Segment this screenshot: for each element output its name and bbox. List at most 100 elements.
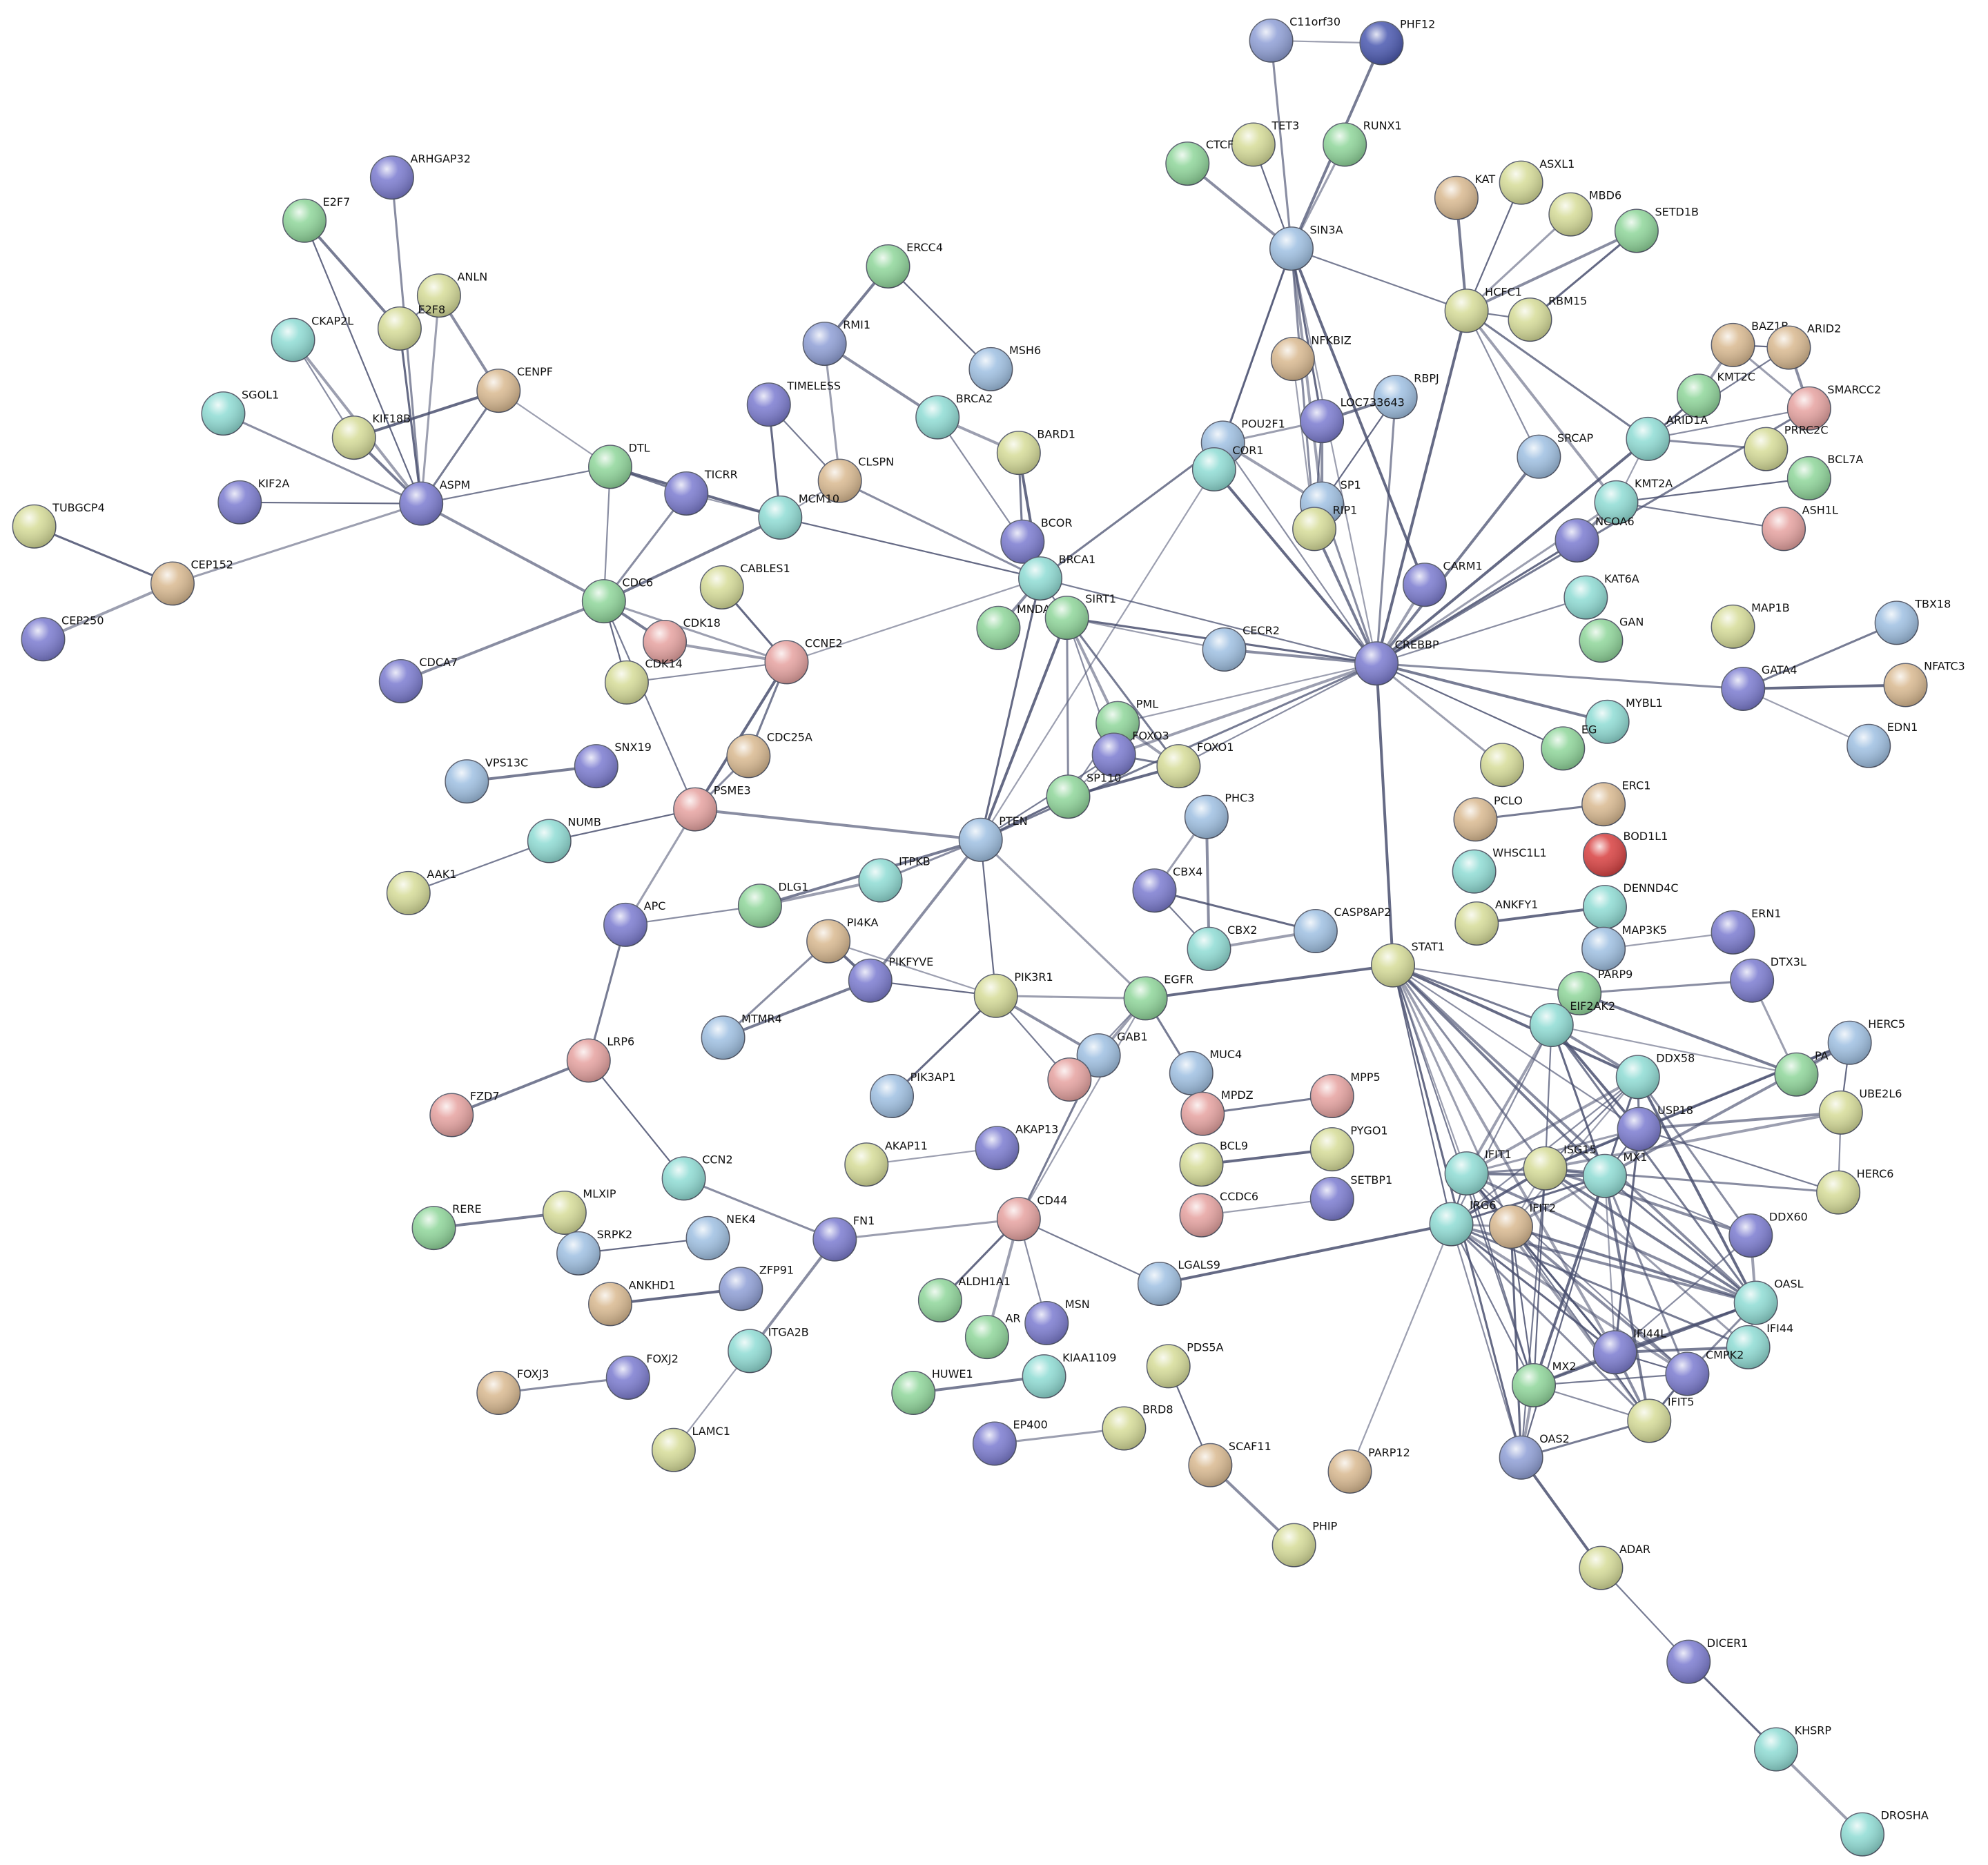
node-EDN1[interactable]: EDN1 [1846,721,1918,768]
node-CD44[interactable]: CD44 [996,1193,1068,1242]
node-SRPK2[interactable]: SRPK2 [556,1228,632,1276]
node-E2F8[interactable]: E2F8 [377,303,445,351]
node-ARHGAP32[interactable]: ARHGAP32 [369,152,471,200]
node-SNX19[interactable]: SNX19 [574,741,652,789]
node-MYBL1[interactable]: MYBL1 [1585,696,1663,744]
node-CTCF[interactable]: CTCF [1165,138,1234,186]
node-BRCA1[interactable]: BRCA1 [1018,553,1095,601]
node-ANKFY1[interactable]: ANKFY1 [1454,898,1538,946]
node-MCM10[interactable]: MCM10 [758,492,839,540]
node-PI4KA[interactable]: PI4KA [806,916,879,964]
node-PIK3R1[interactable]: PIK3R1 [973,970,1053,1018]
node-CCDC6[interactable]: CCDC6 [1179,1190,1258,1238]
node-IFIT2[interactable]: IFIT2 [1488,1201,1556,1249]
node-CCN2[interactable]: CCN2 [661,1153,733,1201]
node-RUNX1[interactable]: RUNX1 [1323,119,1402,167]
node-NCOR1[interactable]: COR1 [1191,444,1264,492]
node-HUWE1[interactable]: HUWE1 [891,1367,973,1416]
node-PCLO[interactable]: PCLO [1453,794,1523,842]
node-ADAR[interactable]: ADAR [1579,1543,1650,1590]
node-DLG1[interactable]: DLG1 [737,880,809,928]
node-E2F7[interactable]: E2F7 [282,195,350,243]
node-DROSHA[interactable]: DROSHA [1840,1809,1929,1857]
node-MUC4[interactable]: MUC4 [1169,1048,1242,1095]
node-SETD1B[interactable]: SETD1B [1614,206,1699,253]
node-DTL[interactable]: DTL [588,441,650,489]
node-ISG15[interactable]: ISG15 [1523,1143,1597,1191]
node-MX2[interactable]: MX2 [1512,1360,1577,1407]
node-NCOA6[interactable]: NCOA6 [1555,515,1635,563]
node-MSN[interactable]: MSN [1024,1298,1090,1345]
node-FOXO1[interactable]: FOXO1 [1156,741,1234,789]
node-KMT2C[interactable]: KMT2C [1676,371,1755,418]
node-BCL9[interactable]: BCL9 [1179,1139,1248,1187]
node-KIF18B[interactable]: KIF18B [331,412,411,460]
node-PHIP[interactable]: PHIP [1271,1520,1338,1568]
node-MTMR4[interactable]: MTMR4 [701,1013,782,1060]
node-LAMC1[interactable]: LAMC1 [651,1425,730,1472]
node-TET3[interactable]: TET3 [1231,119,1300,167]
node-TUBGCP4[interactable]: TUBGCP4 [12,501,105,549]
node-GATA4[interactable]: GATA4 [1721,663,1797,711]
node-CECR2[interactable]: CECR2 [1202,624,1280,672]
node-CLSPN[interactable]: CLSPN [817,456,894,503]
node-EP400[interactable]: EP400 [972,1418,1048,1466]
node-OASL[interactable]: OASL [1733,1278,1804,1325]
node-MBD6[interactable]: MBD6 [1548,189,1621,237]
node-RERE[interactable]: RERE [411,1202,482,1251]
node-DDX60[interactable]: DDX60 [1728,1210,1808,1258]
node-SCAF11[interactable]: SCAF11 [1188,1440,1271,1487]
node-MLXIP[interactable]: MLXIP [542,1187,616,1236]
node-BARD1[interactable]: BARD1 [996,427,1075,476]
node-CEP152[interactable]: CEP152 [150,558,233,606]
node-CDC6[interactable]: CDC6 [581,576,654,624]
node-ZFP91[interactable]: ZFP91 [719,1263,794,1311]
node-IRG6[interactable]: IRG6 [1429,1199,1497,1247]
node-RMI1[interactable]: RMI1 [802,318,870,367]
node-NEK4[interactable]: NEK4 [685,1213,756,1260]
node-CMPK2[interactable]: CMPK2 [1665,1349,1744,1396]
node-MAP3K5[interactable]: MAP3K5 [1581,924,1667,971]
node-PARP9[interactable]: PARP9 [1557,968,1633,1016]
node-ERC1[interactable]: ERC1 [1581,779,1651,827]
node-GAB1[interactable]: GAB1 [1076,1030,1148,1078]
node-ARID2[interactable]: ARID2 [1766,322,1841,370]
node-CBX4[interactable]: CBX4 [1132,865,1202,913]
node-GAB_S[interactable] [1047,1057,1092,1102]
node-NFATC3[interactable]: NFATC3 [1883,660,1965,707]
node-FZD7[interactable]: FZD7 [429,1090,500,1137]
node-CDK14[interactable]: CDK14 [604,657,683,705]
node-AKAP13[interactable]: AKAP13 [975,1122,1058,1171]
node-SP110[interactable]: SP110 [1046,771,1121,819]
node-PTEN[interactable]: PTEN [958,814,1028,862]
node-LRP6[interactable]: LRP6 [566,1035,635,1083]
node-TBX18[interactable]: TBX18 [1874,598,1951,645]
node-PDS5A[interactable]: PDS5A [1146,1341,1224,1389]
node-PRRC2C[interactable]: PRRC2C [1744,424,1829,471]
node-CREBBP[interactable]: CREBBP [1354,638,1439,686]
node-C11orf30[interactable]: C11orf30 [1249,15,1341,63]
node-GAN[interactable]: GAN [1579,615,1644,663]
node-ITPKB[interactable]: ITPKB [858,855,930,903]
node-SIN3A[interactable]: SIN3A [1269,223,1343,271]
node-MPDZ[interactable]: MPDZ [1180,1088,1254,1136]
node-BRD8[interactable]: BRD8 [1102,1403,1173,1451]
node-MX1[interactable]: MX1 [1582,1151,1648,1198]
node-CDC25A[interactable]: CDC25A [726,731,812,779]
node-VPS13C[interactable]: VPS13C [445,756,528,804]
node-PARP12[interactable]: PARP12 [1327,1446,1410,1494]
node-EGR1[interactable]: EG [1541,723,1597,771]
node-CASP8AP2[interactable]: CASP8AP2 [1293,906,1392,954]
node-BCL7A[interactable]: BCL7A [1786,453,1864,500]
node-FOXJ2[interactable]: FOXJ2 [605,1352,679,1400]
node-TIMELESS[interactable]: TIMELESS [746,379,841,427]
node-ASH1L[interactable]: ASH1L [1762,504,1838,551]
node-CCNE2[interactable]: CCNE2 [764,637,843,685]
node-PIKFYVE[interactable]: PIKFYVE [848,955,934,1003]
node-AKAP11[interactable]: AKAP11 [844,1139,928,1187]
node-KIF2A[interactable]: KIF2A [217,477,290,525]
node-PSME3[interactable]: PSME3 [673,784,751,832]
node-CABLES1[interactable]: CABLES1 [699,562,790,609]
node-ANKHD1[interactable]: ANKHD1 [588,1278,676,1327]
node-PHF12[interactable]: PHF12 [1359,18,1435,66]
